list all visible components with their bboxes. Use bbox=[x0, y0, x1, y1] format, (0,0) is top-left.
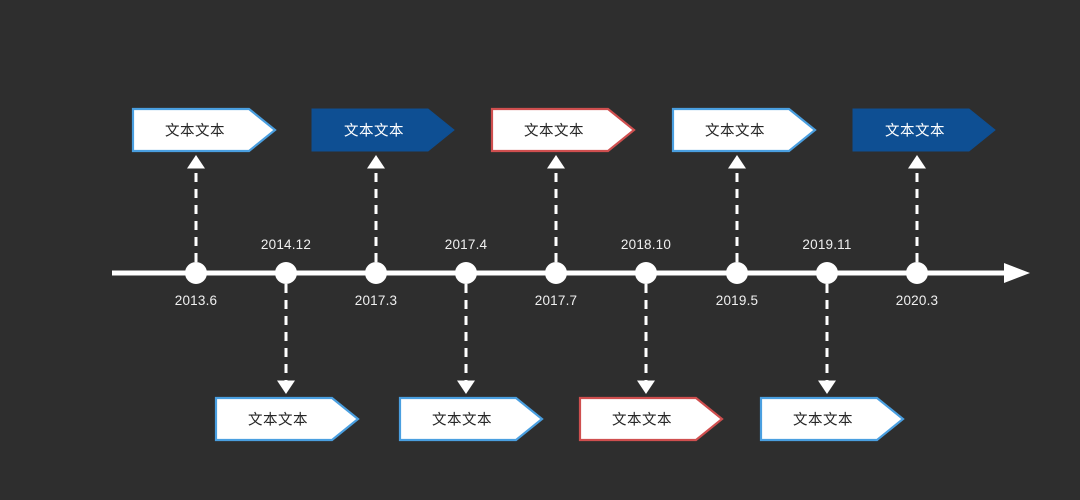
axis-group bbox=[112, 263, 1030, 283]
timeline-node-2019.11[interactable] bbox=[816, 262, 838, 284]
connector-down-3-arrowhead-icon bbox=[818, 380, 836, 394]
connector-group bbox=[187, 155, 926, 394]
callout-label: 文本文本 bbox=[432, 412, 492, 429]
timeline-node-2013.6[interactable] bbox=[185, 262, 207, 284]
timeline-node-2020.3[interactable] bbox=[906, 262, 928, 284]
timeline-node-2017.3[interactable] bbox=[365, 262, 387, 284]
connector-down-0-arrowhead-icon bbox=[277, 380, 295, 394]
connector-up-4-arrowhead-icon bbox=[908, 155, 926, 169]
connector-up-3-arrowhead-icon bbox=[728, 155, 746, 169]
tick-label-2020.3: 2020.3 bbox=[895, 293, 939, 308]
tick-label-2017.7: 2017.7 bbox=[534, 293, 578, 308]
tick-label-2018.10: 2018.10 bbox=[620, 237, 672, 252]
tick-label-2017.4: 2017.4 bbox=[444, 237, 488, 252]
callout-box[interactable] bbox=[398, 396, 544, 442]
callout-label: 文本文本 bbox=[248, 412, 308, 429]
callout-group bbox=[131, 107, 996, 442]
tick-label-2017.3: 2017.3 bbox=[354, 293, 398, 308]
tick-label-2019.11: 2019.11 bbox=[802, 237, 852, 252]
timeline-node-2018.10[interactable] bbox=[635, 262, 657, 284]
callout-label: 文本文本 bbox=[612, 412, 672, 429]
callout-label: 文本文本 bbox=[705, 123, 765, 140]
timeline-node-2017.7[interactable] bbox=[545, 262, 567, 284]
callout-label: 文本文本 bbox=[165, 123, 225, 140]
callout-label: 文本文本 bbox=[885, 123, 945, 140]
connector-up-1-arrowhead-icon bbox=[367, 155, 385, 169]
tick-label-2013.6: 2013.6 bbox=[174, 293, 218, 308]
callout-box[interactable] bbox=[214, 396, 360, 442]
connector-down-2-arrowhead-icon bbox=[637, 380, 655, 394]
node-group bbox=[185, 262, 928, 284]
tick-label-2019.5: 2019.5 bbox=[715, 293, 759, 308]
callout-label: 文本文本 bbox=[524, 123, 584, 140]
callout-box[interactable] bbox=[311, 108, 455, 152]
connector-up-0-arrowhead-icon bbox=[187, 155, 205, 169]
timeline-node-2019.5[interactable] bbox=[726, 262, 748, 284]
callout-box[interactable] bbox=[578, 396, 724, 442]
callout-box[interactable] bbox=[759, 396, 905, 442]
connector-up-2-arrowhead-icon bbox=[547, 155, 565, 169]
tick-label-2014.12: 2014.12 bbox=[260, 237, 312, 252]
callout-label: 文本文本 bbox=[344, 123, 404, 140]
callout-box[interactable] bbox=[490, 107, 636, 153]
connector-down-1-arrowhead-icon bbox=[457, 380, 475, 394]
callout-label: 文本文本 bbox=[793, 412, 853, 429]
callout-box[interactable] bbox=[852, 108, 996, 152]
timeline-node-2014.12[interactable] bbox=[275, 262, 297, 284]
timeline-node-2017.4[interactable] bbox=[455, 262, 477, 284]
axis-arrowhead-icon bbox=[1004, 263, 1030, 283]
callout-box[interactable] bbox=[671, 107, 817, 153]
callout-box[interactable] bbox=[131, 107, 277, 153]
